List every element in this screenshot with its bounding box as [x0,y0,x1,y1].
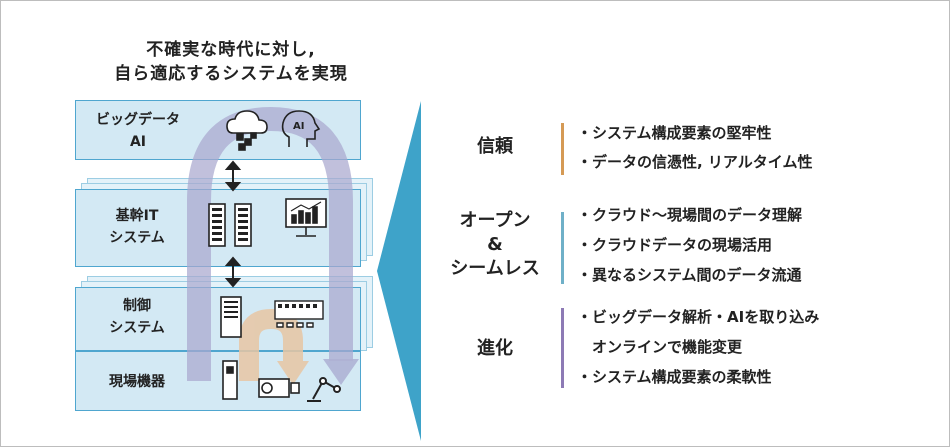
core-it-label-line2: システム [109,230,165,246]
bullet-item: ・異なるシステム間のデータ流通 [577,266,802,284]
bullet-item: ・システム構成要素の柔軟性 [577,368,772,386]
bullet-item: ・クラウド～現場間のデータ理解 [577,206,803,224]
io-module-icon [274,300,324,328]
field-equipment-label: 現場機器 [109,374,165,390]
field-cabinet-icon [222,360,238,400]
category-open-line3: シームレス [450,258,540,279]
bigdata-label-line1: ビッグデータ [96,112,180,128]
reliability-bar [561,123,564,175]
field-loop-arrow [239,308,309,385]
cloud-icon [226,110,268,151]
control-system-layer [75,287,361,351]
diagram-title-line2: 自ら適応するシステムを実現 [114,64,348,84]
evolution-bar [561,308,564,388]
ai-head-icon [281,110,321,147]
bullet-item: ・システム構成要素の堅牢性 [577,124,772,142]
monitor-chart-icon [285,198,327,237]
controller-icon [220,296,242,338]
category-open-line1: オープン [459,210,531,231]
control-label-line1: 制御 [123,298,151,314]
category-evolution: 進化 [477,338,513,359]
bullet-item: ・データの信憑性, リアルタイム性 [577,153,813,171]
bullet-item: オンラインで機能変更 [577,338,743,356]
core-it-label-line1: 基幹IT [115,208,159,224]
ai-icon-text: AI [293,121,304,132]
chevron-left-shape [377,101,421,441]
motor-icon [258,378,300,398]
diagram-title-line1: 不確実な時代に対し, [146,40,316,60]
server-rack-icon [208,203,252,247]
connector-bigdata-core-icon [224,160,242,192]
category-reliability: 信頼 [477,136,513,157]
connector-core-control-icon [224,256,242,288]
open-seamless-bar [561,212,564,284]
feedback-loop-arrow [187,106,359,385]
category-open-line2: & [487,234,503,255]
robot-arm-icon [307,377,341,402]
control-label-line2: システム [109,320,165,336]
bullet-item: ・ビッグデータ解析・AIを取り込み [577,308,820,326]
bullet-item: ・クラウドデータの現場活用 [577,236,773,254]
bigdata-label-line2: AI [129,134,147,150]
